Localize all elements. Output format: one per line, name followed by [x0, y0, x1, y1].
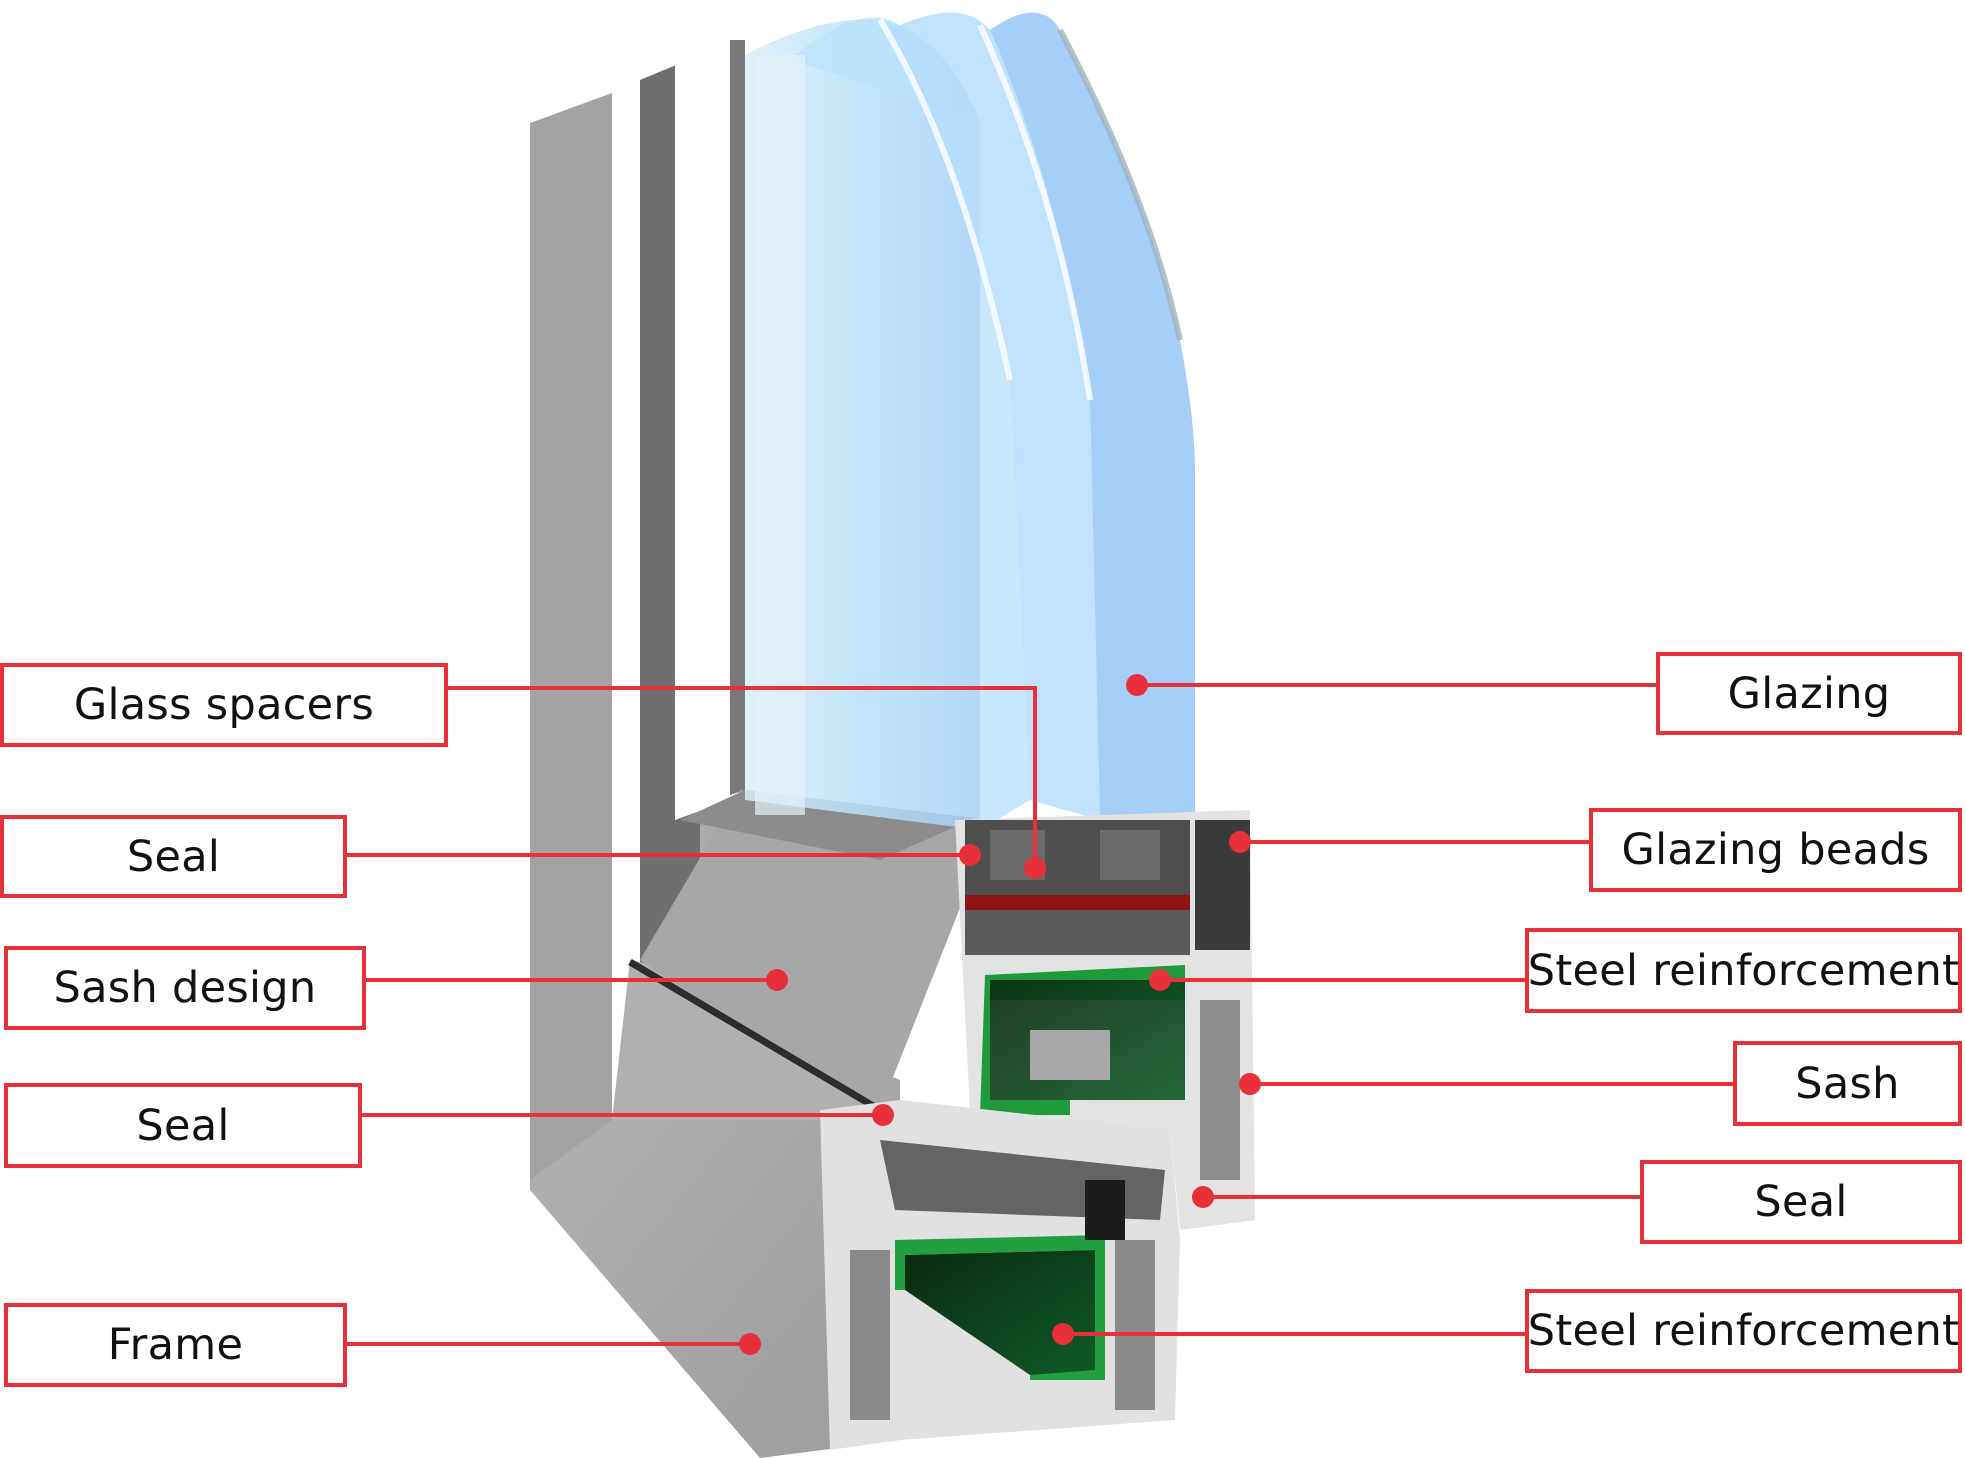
callout-dot-steel-reinforcement-upper: [1149, 969, 1171, 991]
label-steel-reinforcement-lower: Steel reinforcement: [1525, 1289, 1962, 1373]
callout-dot-glazing-beads: [1229, 831, 1251, 853]
label-frame: Frame: [4, 1303, 347, 1387]
callout-dots: [739, 674, 1261, 1355]
callout-dot-sash-design: [766, 969, 788, 991]
callout-line-glass-spacers: [447, 686, 1037, 868]
frame-profile: [820, 1100, 1180, 1450]
label-text: Seal: [1754, 1177, 1848, 1227]
label-text: Seal: [126, 831, 221, 882]
label-seal-right: Seal: [1640, 1160, 1962, 1244]
callout-dot-sash: [1239, 1073, 1261, 1095]
callout-dot-steel-reinforcement-lower: [1052, 1323, 1074, 1345]
callout-dot-glazing: [1126, 674, 1148, 696]
label-text: Steel reinforcement: [1527, 945, 1960, 996]
glazing-panes: [745, 12, 1195, 840]
callout-lines: [346, 683, 1733, 1346]
label-text: Sash: [1795, 1058, 1900, 1109]
label-text: Steel reinforcement: [1527, 1306, 1960, 1356]
label-glazing-beads: Glazing beads: [1589, 808, 1962, 892]
frame-body: [530, 40, 975, 1458]
label-text: Glazing beads: [1621, 825, 1930, 875]
label-text: Seal: [136, 1100, 230, 1151]
label-text: Sash design: [53, 963, 317, 1013]
label-seal-lower-left: Seal: [4, 1083, 362, 1168]
callout-dot-frame: [739, 1333, 761, 1355]
callout-dot-seal-right: [1192, 1186, 1214, 1208]
label-glass-spacers: Glass spacers: [0, 663, 448, 747]
label-text: Frame: [107, 1320, 244, 1370]
label-sash: Sash: [1733, 1041, 1962, 1126]
callout-dot-seal-upper-left: [959, 844, 981, 866]
label-steel-reinforcement-upper: Steel reinforcement: [1525, 928, 1962, 1013]
label-text: Glass spacers: [73, 680, 375, 730]
callout-dot-glass-spacers: [1024, 857, 1046, 879]
callout-dot-seal-lower-left: [872, 1104, 894, 1126]
label-glazing: Glazing: [1656, 652, 1962, 735]
label-sash-design: Sash design: [4, 946, 366, 1030]
label-seal-upper-left: Seal: [0, 815, 347, 898]
label-text: Glazing: [1727, 668, 1891, 719]
